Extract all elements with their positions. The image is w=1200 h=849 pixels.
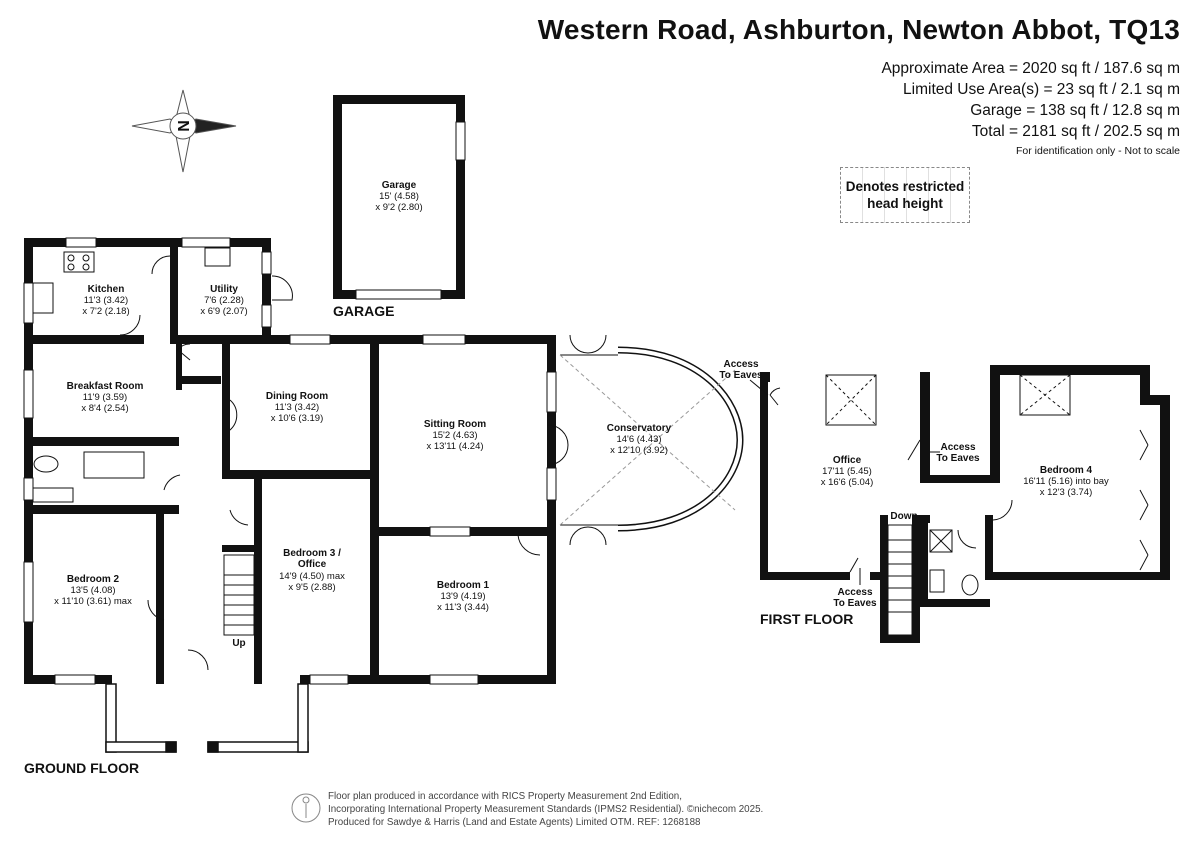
access-arrows (749, 379, 940, 585)
bedroom2-dim1: 13'5 (4.08) (70, 585, 115, 596)
utility-dim1: 7'6 (2.28) (204, 295, 244, 306)
shower-icon (929, 529, 953, 553)
footer-line2: Incorporating International Property Mea… (328, 804, 764, 815)
area-garage: Garage = 138 sq ft / 12.8 sq m (970, 102, 1180, 119)
scale-note: For identification only - Not to scale (1016, 145, 1180, 157)
measurement-badge-icon (291, 793, 321, 823)
breakfast-room-dim1: 11'9 (3.59) (83, 392, 127, 403)
office-dim2: x 16'6 (5.04) (821, 477, 874, 488)
bedroom3-name2: Office (298, 559, 327, 570)
kitchen-dim2: x 7'2 (2.18) (82, 306, 129, 317)
first-basin-icon (929, 569, 945, 593)
compass-icon: N (131, 89, 237, 173)
ground-floor-label: GROUND FLOOR (24, 760, 139, 776)
ground-floor-doors (119, 255, 569, 671)
sitting-room-name: Sitting Room (424, 419, 486, 430)
legend-line2: head height (867, 196, 943, 211)
sitting-room-dim2: x 13'11 (4.24) (426, 441, 483, 452)
conservatory-name: Conservatory (607, 423, 672, 434)
toilet-icon (33, 455, 59, 473)
bedroom3-dim1: 14'9 (4.50) max (279, 571, 345, 582)
access-eaves-1-line1: Access (723, 359, 758, 370)
bedroom4-dim1: 16'11 (5.16) into bay (1023, 476, 1109, 487)
ground-floor-walls (24, 238, 556, 684)
dining-room-name: Dining Room (266, 391, 328, 402)
area-approx: Approximate Area = 2020 sq ft / 187.6 sq… (881, 60, 1180, 77)
access-eaves-2-line2: To Eaves (936, 453, 980, 464)
sink-icon (32, 282, 54, 314)
access-eaves-3-line2: To Eaves (833, 598, 877, 609)
stairs-down-label: Down (890, 511, 917, 522)
utility-sink-icon (204, 247, 231, 267)
sitting-room-dim1: 15'2 (4.63) (432, 430, 477, 441)
stairs-up-label: Up (232, 638, 245, 649)
bedroom4-name: Bedroom 4 (1040, 465, 1093, 476)
bedroom2-name: Bedroom 2 (67, 574, 120, 585)
first-floor-walls (760, 365, 1170, 643)
office-dim1: 17'11 (5.45) (822, 466, 872, 477)
first-floor-fittings (769, 374, 1149, 636)
conservatory-dim2: x 12'10 (3.92) (610, 445, 668, 456)
agent-logo-mark: & (870, 792, 895, 825)
velux-window-icon (825, 374, 877, 426)
access-eaves-1-line2: To Eaves (719, 370, 763, 381)
bedroom3-name: Bedroom 3 / (283, 548, 341, 559)
conservatory-structure (559, 334, 744, 546)
property-title: Western Road, Ashburton, Newton Abbot, T… (537, 14, 1180, 45)
porch-bay (105, 683, 309, 753)
breakfast-room-name: Breakfast Room (67, 381, 144, 392)
dining-room-dim1: 11'3 (3.42) (275, 402, 319, 413)
dining-room-dim2: x 10'6 (3.19) (271, 413, 324, 424)
footer-line3: Produced for Sawdye & Harris (Land and E… (328, 817, 701, 828)
kitchen-dim1: 11'3 (3.42) (84, 295, 128, 306)
footer-line1: Floor plan produced in accordance with R… (328, 791, 682, 802)
bedroom2-dim2: x 11'10 (3.61) max (54, 596, 132, 607)
breakfast-room-dim2: x 8'4 (2.54) (81, 403, 128, 414)
ground-floor-fittings (32, 247, 255, 636)
utility-dim2: x 6'9 (2.07) (200, 306, 247, 317)
bedroom1-dim1: 13'9 (4.19) (440, 591, 485, 602)
garage-floor-label: GARAGE (333, 303, 394, 319)
stairs-down-icon (887, 524, 913, 636)
garage-dim1: 15' (4.58) (379, 191, 419, 202)
utility-name: Utility (210, 284, 238, 295)
legend-line1: Denotes restricted (845, 179, 965, 194)
area-total: Total = 2181 sq ft / 202.5 sq m (971, 123, 1180, 140)
garage-walls (333, 95, 466, 300)
restricted-height-legend: Denotes restricted head height (840, 167, 970, 223)
bedroom3-dim2: x 9'5 (2.88) (288, 582, 335, 593)
garage-name: Garage (382, 180, 417, 191)
first-toilet-icon (961, 574, 979, 596)
access-eaves-3-line1: Access (837, 587, 872, 598)
bedroom4-dim2: x 12'3 (3.74) (1040, 487, 1093, 498)
compass-letter: N (176, 120, 193, 132)
ground-floor-windows (23, 237, 557, 685)
area-limited: Limited Use Area(s) = 23 sq ft / 2.1 sq … (903, 81, 1180, 98)
velux-window-2-icon (1019, 374, 1071, 416)
basin-icon (32, 487, 74, 503)
kitchen-name: Kitchen (88, 284, 125, 295)
access-eaves-2-line1: Access (940, 442, 975, 453)
office-name: Office (833, 455, 862, 466)
footer-text: Floor plan produced in accordance with R… (328, 790, 763, 829)
bedroom1-name: Bedroom 1 (437, 580, 490, 591)
bedroom1-dim2: x 11'3 (3.44) (437, 602, 489, 613)
conservatory-dim1: 14'6 (4.43) (616, 434, 661, 445)
first-floor-label: FIRST FLOOR (760, 611, 853, 627)
bath-icon (83, 451, 145, 479)
garage-dim2: x 9'2 (2.80) (375, 202, 422, 213)
